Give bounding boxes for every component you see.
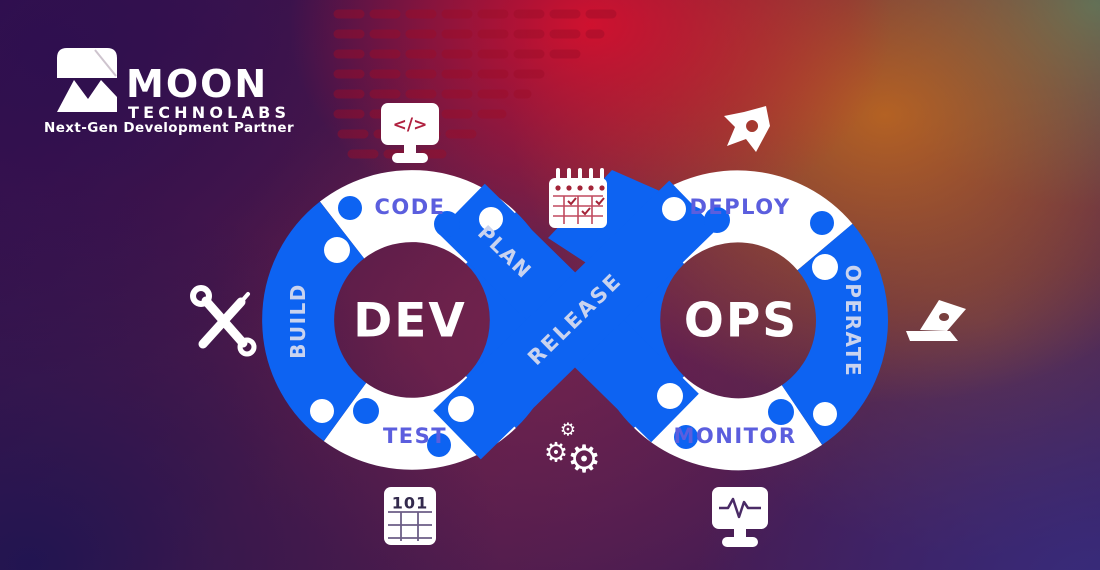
puzzle-knob xyxy=(812,254,838,280)
puzzle-knob xyxy=(704,207,730,233)
monitor-label: MONITOR xyxy=(674,424,797,448)
moon-logo-mark xyxy=(57,48,117,112)
dev-label: DEV xyxy=(353,294,467,349)
pulse-monitor-icon xyxy=(712,487,768,547)
puzzle-knob xyxy=(810,211,834,235)
code-glyph: </> xyxy=(393,115,428,135)
gear-medium: ⚙ xyxy=(544,438,568,469)
puzzle-knob xyxy=(310,399,334,423)
puzzle-knobs xyxy=(310,196,838,457)
puzzle-knob xyxy=(448,396,474,422)
puzzle-knob xyxy=(353,398,379,424)
gears-icon: ⚙ ⚙ ⚙ xyxy=(544,420,601,482)
puzzle-knob xyxy=(434,211,460,237)
build-arc xyxy=(262,201,368,442)
release-band xyxy=(433,180,717,460)
puzzle-knob xyxy=(674,425,698,449)
gear-small: ⚙ xyxy=(560,420,576,441)
puzzle-knob xyxy=(662,197,686,221)
dash-texture xyxy=(333,9,627,159)
logo-suffix: TECHNOLABS xyxy=(128,103,290,122)
gear-large: ⚙ xyxy=(567,437,601,481)
binary-text: 101 xyxy=(392,494,428,513)
build-label: BUILD xyxy=(286,283,310,359)
logo-brand: MOON xyxy=(126,62,268,106)
puzzle-knob xyxy=(338,196,362,220)
calendar-icon xyxy=(549,168,607,228)
puzzle-knob xyxy=(427,433,451,457)
operate-arc xyxy=(780,223,888,445)
rocket-icon xyxy=(724,106,770,152)
operate-label: OPERATE xyxy=(841,265,865,377)
code-label: CODE xyxy=(374,195,445,219)
puzzle-knob xyxy=(657,383,683,409)
laptop-icon xyxy=(906,300,966,341)
deploy-label: DEPLOY xyxy=(689,195,790,219)
logo: MOON TECHNOLABS Next-Gen Development Par… xyxy=(44,48,294,136)
logo-tagline: Next-Gen Development Partner xyxy=(44,120,294,136)
puzzle-knob xyxy=(324,237,350,263)
puzzle-knob xyxy=(813,402,837,426)
puzzle-knob xyxy=(768,399,794,425)
ops-label: OPS xyxy=(684,294,798,349)
puzzle-knob xyxy=(479,207,503,231)
tools-icon xyxy=(190,285,257,357)
code-monitor-icon: </> xyxy=(381,103,439,163)
test-label: TEST xyxy=(383,424,447,448)
binary-table-icon: 101 xyxy=(384,487,436,545)
